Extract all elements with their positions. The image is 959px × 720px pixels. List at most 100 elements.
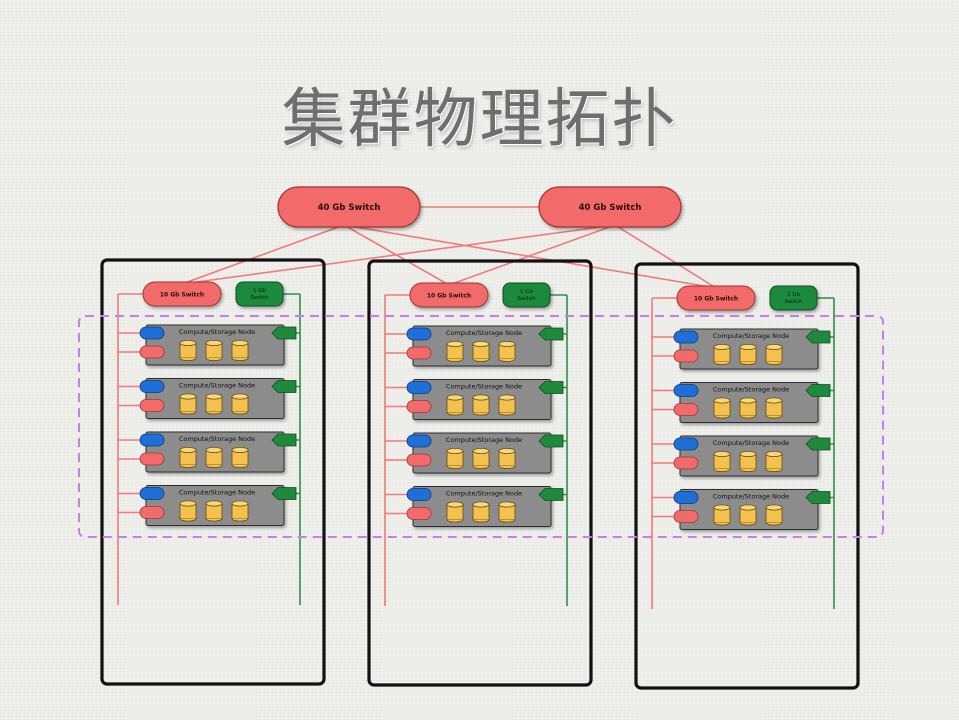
disk-cylinder-icon — [179, 393, 197, 415]
disk-bottom — [498, 412, 516, 416]
nic-port-red — [673, 349, 699, 363]
mgmt-port-green — [805, 330, 831, 344]
disk-bottom — [498, 358, 516, 362]
disk-cylinder-icon — [739, 450, 757, 472]
node-label: Compute/Storage Node — [446, 329, 522, 337]
disk-top — [498, 447, 516, 454]
disk-bottom — [472, 358, 490, 362]
disk-bottom — [179, 464, 197, 468]
disk-bottom — [205, 357, 223, 361]
nic-port-blue — [139, 326, 165, 340]
disk-top — [713, 504, 731, 511]
disk-cylinder-icon — [765, 504, 783, 526]
disk-bottom — [231, 357, 249, 361]
rack-frame — [100, 258, 326, 686]
disk-top — [446, 340, 464, 347]
compute-storage-node: Compute/Storage Node — [139, 431, 297, 473]
mgmt-port-green — [538, 327, 564, 341]
disk-top — [205, 339, 223, 346]
rack — [100, 258, 326, 686]
tor-switch-10gb: 10 Gb Switch — [409, 282, 489, 308]
disk-top — [446, 394, 464, 401]
node-label: Compute/Storage Node — [446, 490, 522, 498]
disk-top — [498, 340, 516, 347]
compute-storage-node: Compute/Storage Node — [673, 328, 831, 370]
disk-top — [446, 501, 464, 508]
mgmt-switch-label-line1: 1 Gb — [787, 292, 801, 298]
disk-cylinder-icon — [713, 397, 731, 419]
disk-cylinder-icon — [205, 500, 223, 522]
node-label: Compute/Storage Node — [713, 332, 789, 340]
rack — [634, 262, 860, 690]
core-switch-body — [277, 186, 421, 228]
tor-switch-label: 10 Gb Switch — [694, 296, 738, 303]
mgmt-port-green — [271, 487, 297, 500]
disk-top — [713, 450, 731, 457]
disk-bottom — [446, 465, 464, 469]
uplink-10g-to-40g — [343, 224, 450, 286]
disk-top — [739, 397, 757, 404]
disk-top — [231, 339, 249, 346]
tor-switch-label: 10 Gb Switch — [160, 292, 204, 299]
uplink-10g-to-40g — [614, 224, 717, 289]
disk-top — [472, 340, 490, 347]
disk-bottom — [205, 411, 223, 415]
disk-top — [179, 500, 197, 507]
core-switch-40gb: 40 Gb Switch — [538, 186, 682, 228]
disk-bottom — [498, 519, 516, 523]
disk-bottom — [739, 361, 757, 365]
nic-port-blue — [139, 487, 165, 500]
disk-bottom — [446, 412, 464, 416]
disk-cylinder-icon — [713, 450, 731, 472]
compute-storage-group-dashed-box — [78, 315, 884, 538]
mgmt-port-green — [805, 437, 831, 451]
mgmt-port-green — [271, 326, 297, 340]
nic-port-red — [673, 403, 699, 416]
nic-port-blue — [406, 381, 432, 394]
disk-top — [231, 446, 249, 453]
disk-cylinder-icon — [472, 340, 490, 362]
disk-cylinder-icon — [179, 500, 197, 522]
disk-bottom — [713, 415, 731, 419]
disk-bottom — [446, 519, 464, 523]
mgmt-switch-body — [769, 285, 818, 311]
disk-top — [231, 500, 249, 507]
disk-cylinder-icon — [179, 339, 197, 361]
core-switch-40gb: 40 Gb Switch — [277, 186, 421, 228]
disk-top — [446, 447, 464, 454]
node-label: Compute/Storage Node — [179, 382, 255, 390]
disk-cylinder-icon — [231, 393, 249, 415]
uplink-10g-to-40g — [448, 224, 616, 286]
disk-bottom — [179, 357, 197, 361]
core-switch-body — [538, 186, 682, 228]
disk-top — [205, 393, 223, 400]
nic-port-blue — [673, 384, 699, 397]
nic-port-red — [139, 399, 165, 412]
disk-top — [205, 446, 223, 453]
disk-top — [472, 501, 490, 508]
mgmt-switch-body — [502, 282, 551, 308]
node-label: Compute/Storage Node — [713, 493, 789, 501]
compute-storage-node: Compute/Storage Node — [139, 378, 297, 419]
disk-cylinder-icon — [739, 397, 757, 419]
disk-top — [713, 343, 731, 350]
disk-cylinder-icon — [231, 446, 249, 468]
disk-top — [765, 343, 783, 350]
disk-top — [765, 397, 783, 404]
disk-cylinder-icon — [231, 500, 249, 522]
node-label: Compute/Storage Node — [446, 436, 522, 444]
node-label: Compute/Storage Node — [713, 439, 789, 447]
disk-bottom — [446, 358, 464, 362]
tor-switch-body — [409, 282, 489, 308]
nic-port-red — [139, 506, 165, 519]
disk-bottom — [179, 411, 197, 415]
nic-port-red — [406, 346, 432, 360]
page-title: 集群物理拓扑 — [281, 83, 678, 157]
uplink-10g-to-40g — [181, 224, 345, 285]
disk-cylinder-icon — [446, 340, 464, 362]
compute-storage-node: Compute/Storage Node — [139, 485, 297, 526]
disk-bottom — [472, 519, 490, 523]
compute-storage-node: Compute/Storage Node — [673, 489, 831, 530]
